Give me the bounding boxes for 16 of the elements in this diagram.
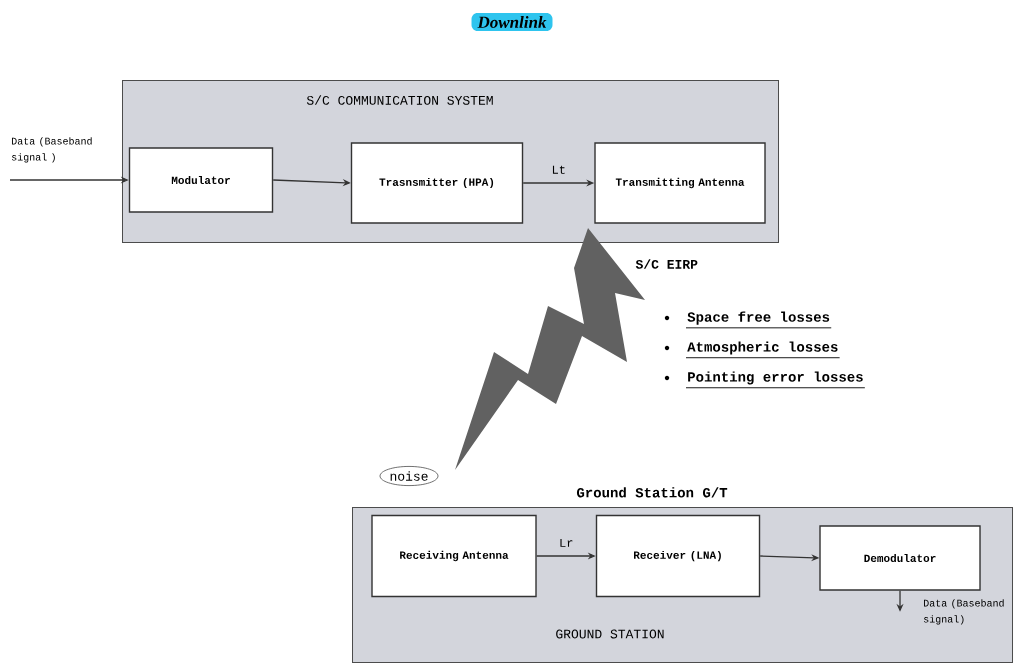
process-box: Transmitting Antenna bbox=[594, 142, 766, 224]
node-label: Ground Station G/T bbox=[576, 487, 728, 498]
title: Downlink bbox=[471, 13, 553, 31]
bullet-item: Pointing error losses bbox=[664, 371, 866, 389]
process-box: Modulator bbox=[128, 147, 274, 213]
bullet-item: Space free losses bbox=[664, 311, 832, 329]
process-box: Demodulator bbox=[819, 525, 981, 591]
bullet-item: Atmospheric losses bbox=[664, 341, 841, 359]
data-text: Data (Baseband signal ) bbox=[12, 137, 92, 163]
process-box: Receiving Antenna bbox=[371, 514, 537, 598]
process-box: Trasnsmitter (HPA) bbox=[350, 142, 524, 224]
data-text: Data (Baseband signal) bbox=[924, 599, 1004, 625]
edge-label: Lr bbox=[558, 537, 575, 548]
process-box: Receiver (LNA) bbox=[595, 514, 761, 598]
edge-label: Lt bbox=[550, 164, 567, 175]
eirp-label: S/C EIRP bbox=[635, 259, 698, 269]
